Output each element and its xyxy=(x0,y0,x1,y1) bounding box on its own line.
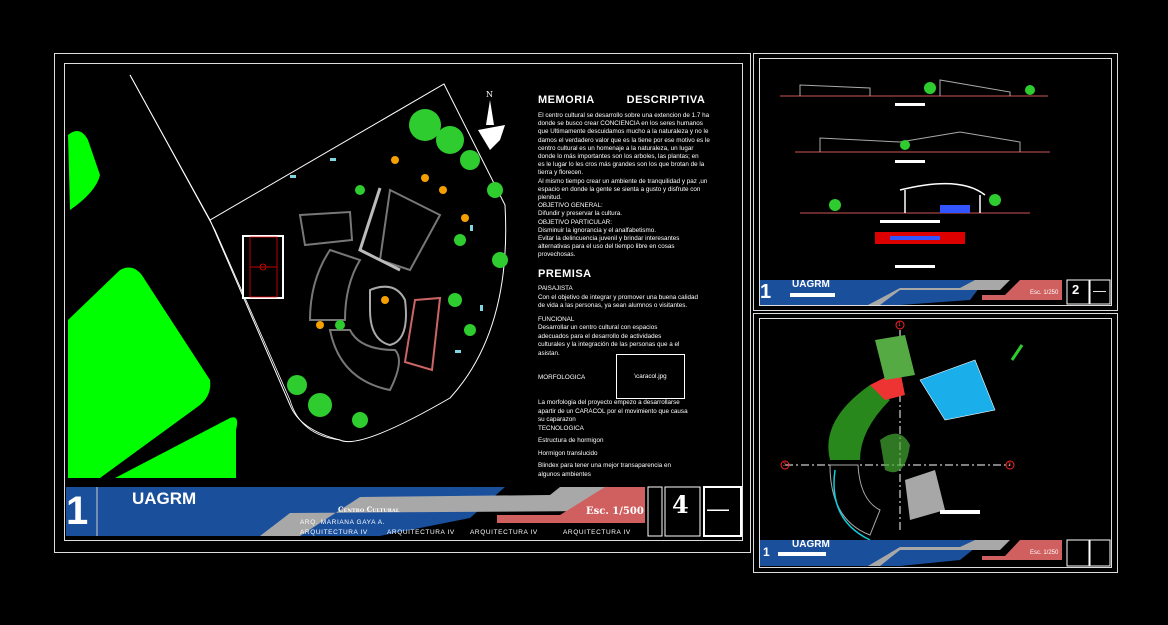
memoria-line: donde lo más importantes son los arboles… xyxy=(538,153,699,161)
premisa-title: PREMISA xyxy=(538,268,592,280)
memoria-line: centro cultural es un homenaje a la natu… xyxy=(538,144,694,152)
title-block-graphics xyxy=(66,279,1111,567)
memoria-line: El centro cultural se desarrollo sobre u… xyxy=(538,112,710,119)
benches xyxy=(290,158,483,353)
memoria-title-left: MEMORIA xyxy=(538,94,595,106)
soccer-field xyxy=(242,235,284,299)
morfologica-line: La morfologia del proyecto empezo a desa… xyxy=(538,399,680,406)
institution-name: UAGRM xyxy=(132,489,197,508)
memoria-line: alternativas para el uso del tiempo libr… xyxy=(538,243,675,251)
axis-label: 1 xyxy=(898,322,901,328)
caracol-image-placeholder[interactable]: \caracol.jpg xyxy=(616,354,685,399)
sheet3-outer-border xyxy=(753,313,1118,573)
site-plan xyxy=(68,74,508,478)
memoria-line: provechosas. xyxy=(538,251,576,259)
morfologica-line: su caparazon xyxy=(538,416,576,423)
funcional-line: Desarrollar un centro cultural con espac… xyxy=(538,324,658,331)
road-edge xyxy=(129,74,341,441)
sheet1-inner-border xyxy=(64,63,743,541)
grass-area xyxy=(115,417,238,478)
paisajista-line: Con el objetivo de integrar y promover u… xyxy=(538,293,698,301)
paisajista-line: de vida a las personas, ya sean alumnos … xyxy=(538,302,688,309)
tecnologica-item: Blindex para tener una mejor transaparen… xyxy=(538,462,672,469)
course-label: ARQUITECTURA IV xyxy=(470,529,538,536)
memoria-line: OBJETIVO GENERAL: xyxy=(538,202,603,210)
memoria-line: plenitud. xyxy=(538,194,562,202)
tecnologica-item: algunos ambientes xyxy=(538,470,591,478)
memoria-line: OBJETIVO PARTICULAR: xyxy=(538,218,612,226)
sheet2-inner-border xyxy=(759,58,1112,306)
sheet2-sheet-total: — xyxy=(1093,283,1106,298)
walkway xyxy=(358,187,401,272)
author-name: ARQ. MARIANA GAYA A. xyxy=(300,519,386,526)
grass-area xyxy=(68,267,211,478)
funcional-line: asistan. xyxy=(538,349,560,357)
sheet-number-big: 1 xyxy=(66,489,89,533)
sheet3-institution: UAGRM xyxy=(792,539,830,550)
funcional-line: culturales y la integración de las perso… xyxy=(538,341,680,348)
floor-plan xyxy=(780,320,1024,541)
tecnologica-label: TECNOLOGICA xyxy=(538,424,584,432)
memoria-line: damos el verdadero valor que es la tiene… xyxy=(538,136,710,144)
building xyxy=(298,188,442,392)
tecnologica-text: La morfologia del proyecto empezo a desa… xyxy=(538,399,688,479)
paisajista-label: PAISAJISTA xyxy=(538,285,573,292)
memoria-line: donde se busco crear CONCIENCIA en los s… xyxy=(538,120,703,128)
sheet-number: 4 xyxy=(672,490,689,519)
tecnologica-item: Estructura de hormigon xyxy=(538,437,604,444)
memoria-line: que Ultimamente descuidamos mucho a la n… xyxy=(538,128,709,136)
sheet3-inner-border xyxy=(759,318,1112,568)
north-arrow-icon xyxy=(478,100,505,150)
morfologica-label: MORFOLOGICA xyxy=(538,374,586,381)
sheet1-outer-border xyxy=(54,53,751,553)
premisa-text: PAISAJISTA Con el objetivo de integrar y… xyxy=(538,285,698,358)
memoria-line: Evitar la delincuencia juvenil y brindar… xyxy=(538,235,680,243)
sheet-total: — xyxy=(707,496,729,521)
grass-area xyxy=(68,131,100,210)
course-label: ARQUITECTURA IV xyxy=(563,529,631,536)
trees xyxy=(287,109,508,428)
sheet3-scale: Esc. 1/250 xyxy=(1030,550,1059,556)
sheet2-outer-border xyxy=(753,53,1118,311)
funcional-label: FUNCIONAL xyxy=(538,315,575,323)
memoria-line: Al mismo tiempo crear un ambiente de tra… xyxy=(538,177,708,185)
course-label: ARQUITECTURA IV xyxy=(300,529,368,536)
sheet2-scale: Esc. 1/250 xyxy=(1030,290,1059,296)
sheet2-institution: UAGRM xyxy=(792,279,830,290)
north-label: N xyxy=(486,90,493,99)
morfologica-line: apartir de un CARACOL por el movimiento … xyxy=(538,407,688,415)
sheet2-number-big: 1 xyxy=(760,281,772,303)
memoria-line: es le lugar lo les cros más grandes son … xyxy=(538,161,705,169)
axis-label: 3 xyxy=(783,462,786,468)
axis-label: 3 xyxy=(1008,462,1011,468)
course-label: ARQUITECTURA IV xyxy=(387,529,455,536)
project-name: Centro Cultural xyxy=(338,505,400,514)
memoria-line: Disminuir la ignorancia y el analfabetis… xyxy=(538,226,656,234)
sheet2-sheet-number: 2 xyxy=(1072,282,1080,297)
memoria-title: MEMORIA DESCRIPTIVA xyxy=(538,94,705,106)
tecnologica-item: Hormigon translucido xyxy=(538,449,598,457)
flower-planters xyxy=(316,156,469,329)
memoria-title-right: DESCRIPTIVA xyxy=(626,94,706,106)
scale-label: Esc. 1/500 xyxy=(586,506,644,517)
memoria-line: Difundir y preservar la cultura. xyxy=(538,210,622,218)
memoria-text: El centro cultural se desarrollo sobre u… xyxy=(538,112,710,260)
memoria-line: tierra y florecen. xyxy=(538,169,584,177)
funcional-line: adecuados para el desarrollo de activida… xyxy=(538,332,662,340)
elevations xyxy=(780,79,1050,268)
memoria-line: espacio en donde la gente se sienta a gu… xyxy=(538,185,701,193)
sheet3-number-big: 1 xyxy=(763,545,770,559)
